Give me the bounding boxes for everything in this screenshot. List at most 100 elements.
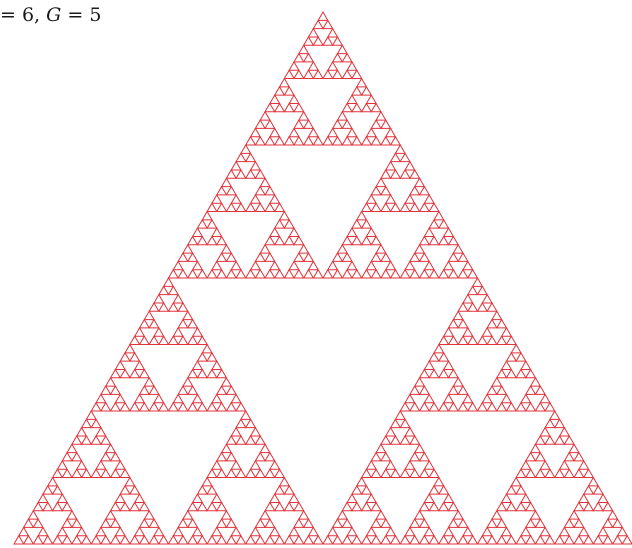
fractal-triangle (226, 519, 236, 527)
fractal-triangle (424, 261, 434, 269)
fractal-triangle (289, 128, 299, 136)
fractal-triangle (497, 386, 507, 394)
fractal-triangle (193, 361, 203, 369)
fractal-triangle (323, 137, 333, 145)
fractal-triangle (231, 527, 241, 535)
fractal-triangle (154, 527, 164, 535)
fractal-triangle (101, 403, 111, 411)
fractal-triangle (275, 87, 285, 95)
fractal-triangle (468, 403, 478, 411)
fractal-triangle (362, 220, 372, 228)
fractal-triangle (458, 336, 468, 344)
fractal-triangle (506, 486, 516, 494)
fractal-triangle (545, 436, 555, 444)
fractal-triangle (57, 461, 67, 469)
fractal-triangle (574, 453, 584, 461)
fractal-triangle (246, 536, 256, 544)
fractal-triangle (275, 502, 285, 510)
fractal-triangle (251, 428, 261, 436)
fractal-triangle (188, 253, 198, 261)
fractal-triangle (410, 469, 420, 477)
fractal-triangle (487, 336, 497, 344)
fractal-triangle (91, 536, 101, 544)
fractal-triangle (333, 253, 343, 261)
fractal-triangle (62, 519, 72, 527)
fractal-triangle (333, 137, 343, 145)
fractal-triangle (371, 203, 381, 211)
fractal-triangle (463, 328, 473, 336)
fractal-triangle (458, 270, 468, 278)
fractal-triangle (400, 536, 410, 544)
fractal-triangle (275, 236, 285, 244)
fractal-triangle (294, 519, 304, 527)
fractal-triangle (231, 195, 241, 203)
fractal-triangle (468, 270, 478, 278)
fractal-triangle (57, 494, 67, 502)
fractal-triangle (140, 502, 150, 510)
fractal-triangle (526, 369, 536, 377)
fractal-triangle (96, 527, 106, 535)
fractal-triangle (140, 369, 150, 377)
fractal-triangle (149, 403, 159, 411)
fractal-triangle (33, 519, 43, 527)
fractal-triangle (202, 212, 212, 220)
fractal-triangle (405, 195, 415, 203)
fractal-triangle (178, 270, 188, 278)
fractal-triangle (357, 212, 367, 220)
fractal-triangle (381, 137, 391, 145)
fractal-triangle (439, 236, 449, 244)
fractal-triangle (420, 519, 430, 527)
fractal-triangle (115, 461, 125, 469)
fractal-triangle (217, 519, 227, 527)
fractal-triangle (376, 245, 386, 253)
fractal-triangle (323, 270, 333, 278)
fractal-triangle (159, 403, 169, 411)
fractal-triangle (169, 403, 179, 411)
fractal-triangle (149, 536, 159, 544)
fractal-triangle (289, 527, 299, 535)
fractal-triangle (246, 419, 256, 427)
fractal-triangle (43, 502, 53, 510)
fractal-triangle (19, 527, 29, 535)
fractal-triangle (453, 511, 463, 519)
fractal-triangle (309, 261, 319, 269)
fractal-triangle (468, 536, 478, 544)
fractal-triangle (381, 469, 391, 477)
fractal-triangle (366, 128, 376, 136)
fractal-triangle (482, 328, 492, 336)
fractal-triangle (265, 453, 275, 461)
fractal-triangle (275, 203, 285, 211)
fractal-triangle (270, 261, 280, 269)
fractal-triangle (337, 245, 347, 253)
fractal-triangle (226, 187, 236, 195)
fractal-triangle (251, 128, 261, 136)
fractal-triangle (91, 469, 101, 477)
fractal-triangle (222, 378, 232, 386)
fractal-triangle (246, 170, 256, 178)
fractal-triangle (265, 137, 275, 145)
fractal-triangle (410, 203, 420, 211)
fractal-triangle (564, 519, 574, 527)
fractal-triangle (526, 536, 536, 544)
fractal-triangle (77, 461, 87, 469)
fractal-triangle (251, 527, 261, 535)
fractal-triangle (497, 369, 507, 377)
fractal-triangle (439, 336, 449, 344)
fractal-triangle (444, 494, 454, 502)
fractal-triangle (429, 270, 439, 278)
fractal-triangle (115, 527, 125, 535)
fractal-triangle (540, 428, 550, 436)
fractal-triangle (526, 502, 536, 510)
fractal-triangle (236, 419, 246, 427)
fractal-triangle (197, 336, 207, 344)
fractal-triangle (280, 79, 290, 87)
fractal-triangle (347, 95, 357, 103)
fractal-triangle (304, 54, 314, 62)
fractal-triangle (231, 428, 241, 436)
fractal-triangle (178, 303, 188, 311)
fractal-triangle (323, 536, 333, 544)
fractal-triangle (449, 253, 459, 261)
fractal-triangle (135, 361, 145, 369)
fractal-triangle (362, 270, 372, 278)
fractal-triangle (255, 203, 265, 211)
